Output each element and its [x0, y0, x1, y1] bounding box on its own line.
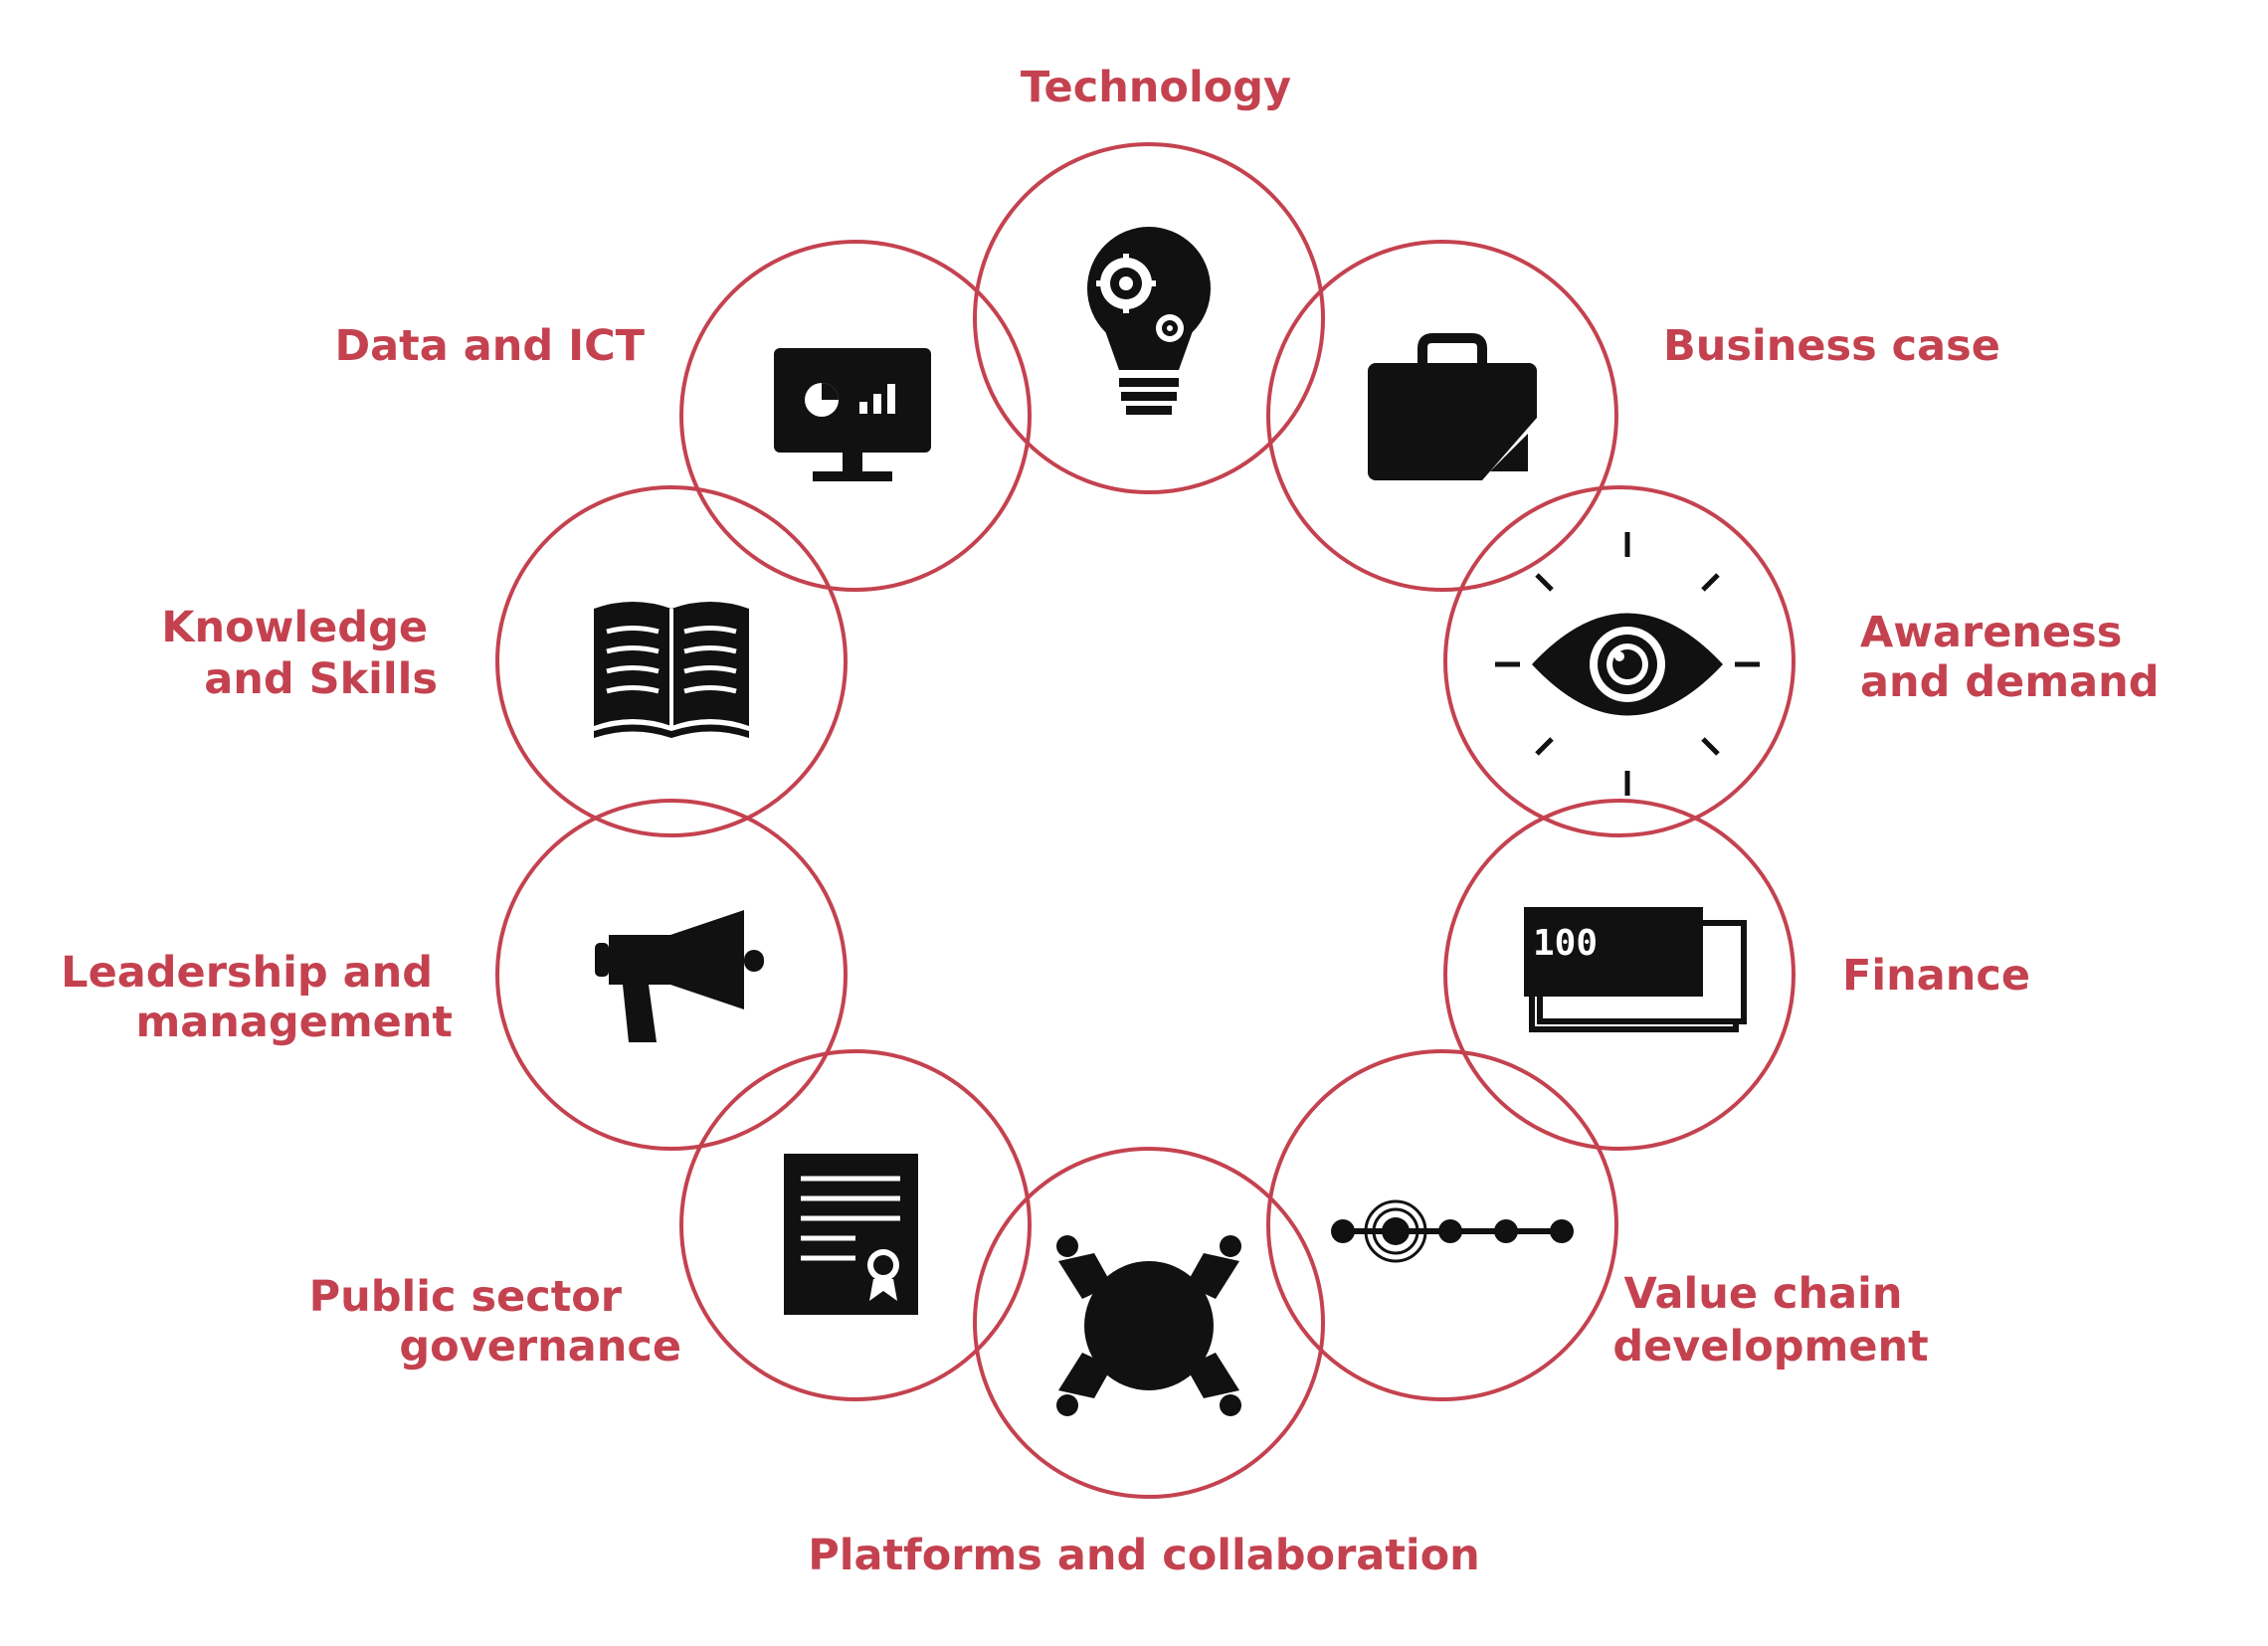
label-technology: Technology [1021, 63, 1291, 112]
circle-value-chain [1266, 1049, 1618, 1401]
label-value-chain: Value chain development [1612, 1269, 1928, 1372]
label-business-case: Business case [1663, 321, 2000, 371]
label-leadership: Leadership and management [61, 948, 453, 1047]
node-labels: Technology Business case Awareness and d… [61, 63, 2159, 1580]
circle-platforms [973, 1147, 1325, 1499]
circle-data-ict [679, 240, 1032, 592]
eye-icon [1495, 532, 1760, 796]
megaphone-icon [595, 910, 764, 1042]
circle-public-sector [679, 1049, 1032, 1401]
chain-dots-icon [1331, 1199, 1574, 1263]
label-platforms: Platforms and collaboration [808, 1531, 1480, 1580]
lightbulb-gears-icon [1087, 227, 1211, 415]
ring-circles [495, 142, 1796, 1499]
banknote-value: 100 [1533, 923, 1598, 964]
circle-awareness [1443, 485, 1796, 837]
open-book-icon [594, 602, 749, 738]
circle-business-case [1266, 240, 1618, 592]
briefcase-icon [1368, 333, 1537, 480]
label-data-ict: Data and ICT [334, 321, 645, 371]
banknotes-icon: 100 [1524, 907, 1747, 1032]
circle-leadership [495, 799, 848, 1151]
certificate-icon [784, 1154, 918, 1315]
monitor-chart-icon [774, 348, 931, 481]
circle-knowledge [495, 485, 848, 837]
label-finance: Finance [1842, 951, 2030, 1001]
label-public-sector: Public sector governance [309, 1272, 681, 1372]
round-table-icon [1056, 1235, 1241, 1416]
label-awareness: Awareness and demand [1860, 608, 2160, 707]
circle-finance [1443, 799, 1796, 1151]
circle-technology [973, 142, 1325, 494]
label-knowledge: Knowledge and Skills [161, 603, 443, 704]
